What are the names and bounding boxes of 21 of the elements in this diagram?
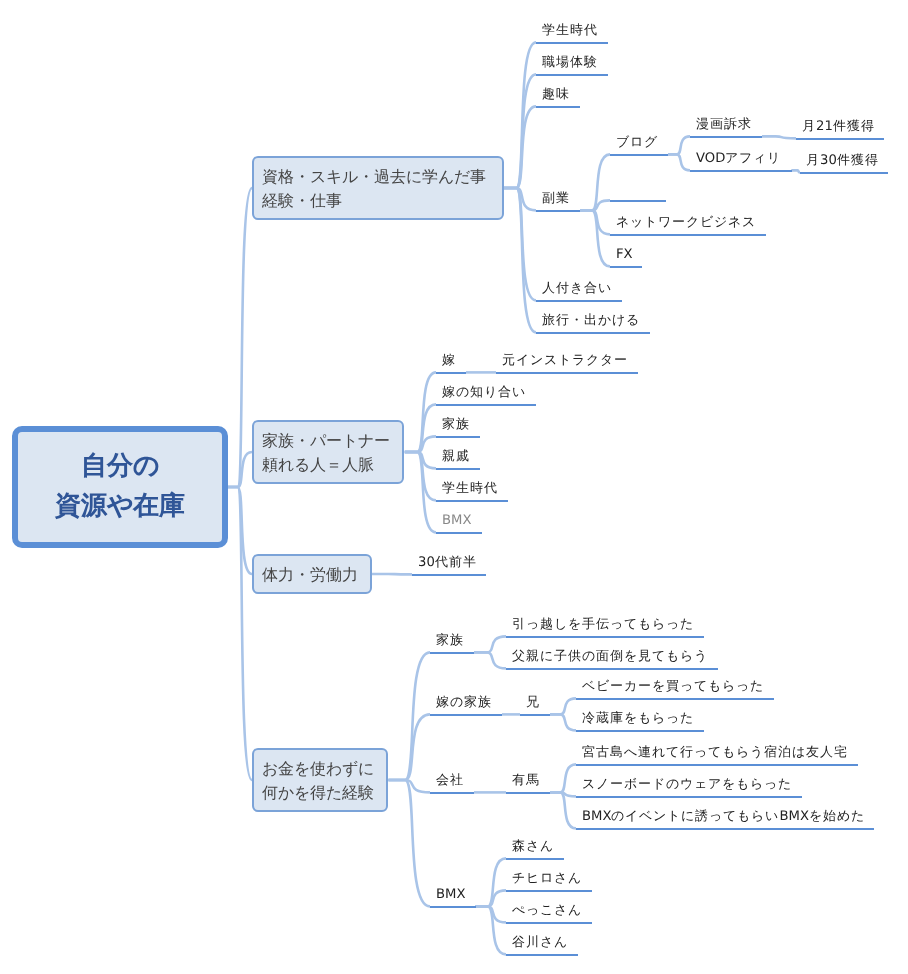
connector-line xyxy=(580,209,611,268)
topic-box: お金を使わずに何かを得た経験 xyxy=(252,748,389,812)
central-topic-box: 自分の資源や在庫 xyxy=(12,426,228,548)
connector-line xyxy=(372,572,412,576)
topic-box: 資格・スキル・過去に学んだ事経験・仕事 xyxy=(252,156,504,220)
topic-box: 家族・パートナー頼れる人＝人脈 xyxy=(252,420,405,484)
connector-line xyxy=(762,135,796,140)
connector-line xyxy=(502,713,520,716)
connector-line xyxy=(791,169,801,174)
connector-line xyxy=(404,450,437,534)
connector-line xyxy=(503,186,537,334)
connector-line xyxy=(474,791,506,794)
connector-line xyxy=(474,651,507,670)
connector-line xyxy=(466,371,496,374)
connector-line xyxy=(475,905,507,956)
connector-line xyxy=(388,778,431,908)
connector-line xyxy=(668,153,691,172)
connector-line xyxy=(550,791,577,830)
connector-line xyxy=(228,485,254,781)
connector-line xyxy=(550,713,577,732)
topic-box: 体力・労働力 xyxy=(252,554,373,594)
